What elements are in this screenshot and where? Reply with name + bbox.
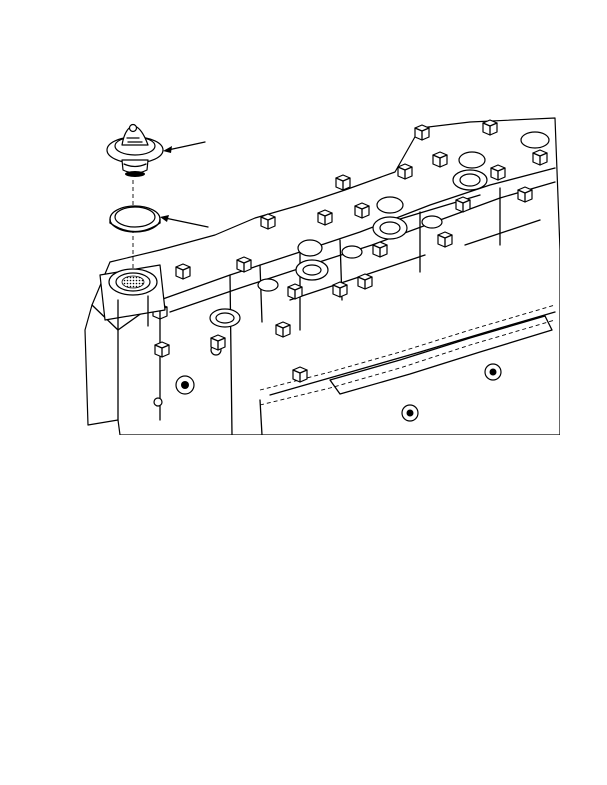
thermostat-housing xyxy=(99,264,166,331)
cylinder-head xyxy=(84,117,560,435)
callout-thermostat xyxy=(163,141,206,153)
callout-seal-ring xyxy=(160,215,209,228)
seal-ring xyxy=(109,205,161,233)
valve-bores xyxy=(209,131,550,328)
thermostat xyxy=(106,123,164,177)
